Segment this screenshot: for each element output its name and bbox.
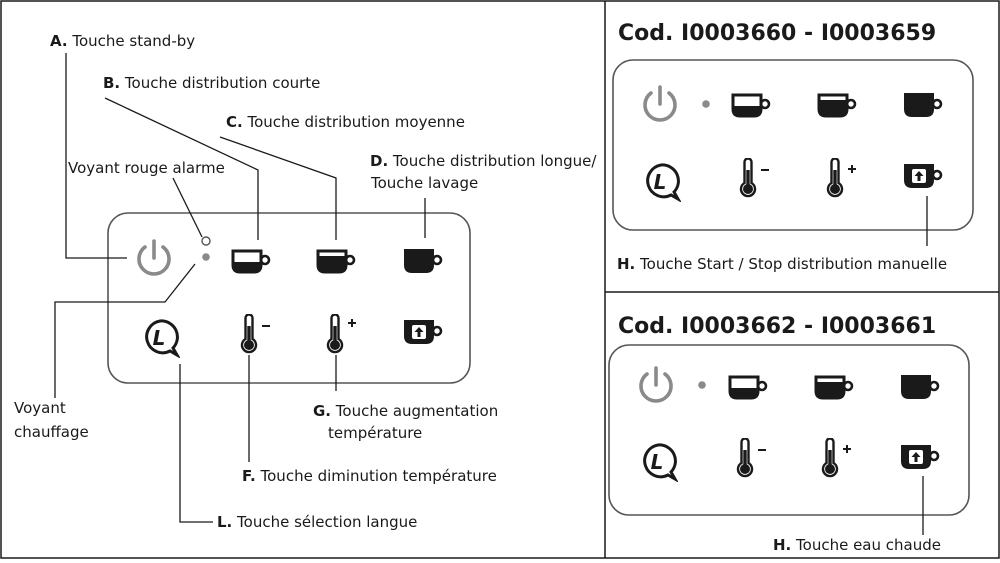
bottom-panel [608, 344, 970, 516]
long-dispense-button[interactable] [403, 248, 443, 274]
cup-arrow-icon [903, 163, 943, 189]
heating-led [698, 381, 706, 389]
header-top: Cod. I0003660 - I0003659 [618, 21, 936, 46]
label-f: F. Touche diminution température [242, 467, 497, 485]
top-panel [612, 59, 974, 231]
cup-large-icon [900, 374, 940, 400]
language-button[interactable] [145, 319, 179, 357]
label-g-line1: G. Touche augmentation [313, 402, 498, 420]
cup-small-icon [231, 249, 271, 274]
temp-minus-button[interactable] [240, 314, 270, 354]
cup-small-icon [731, 93, 771, 118]
language-l-icon [643, 443, 677, 481]
cup-arrow-icon [403, 319, 443, 345]
temp-plus-button[interactable] [326, 314, 356, 354]
label-b: B. Touche distribution courte [103, 74, 320, 92]
label-g-line2: température [328, 424, 422, 442]
cup-small-icon [728, 375, 768, 400]
label-h-top: H. Touche Start / Stop distribution manu… [617, 255, 947, 273]
thermometer-plus-icon [821, 438, 851, 478]
short-dispense-button[interactable] [231, 249, 271, 274]
thermometer-minus-icon [240, 314, 258, 354]
thermometer-plus-icon [826, 158, 856, 198]
label-d-line1: D. Touche distribution longue/ [370, 152, 597, 170]
language-l-icon [145, 319, 179, 357]
leader-lines [54, 53, 426, 523]
power-icon [639, 366, 673, 403]
header-bottom: Cod. I0003662 - I0003661 [618, 314, 936, 339]
label-a: A. Touche stand-by [50, 32, 195, 50]
standby-button[interactable] [137, 239, 171, 276]
main-panel [107, 212, 471, 384]
thermometer-minus-icon [736, 438, 766, 478]
cup-medium-icon [817, 93, 857, 118]
cup-medium-icon [814, 375, 854, 400]
power-icon [137, 239, 171, 276]
medium-dispense-button[interactable] [316, 249, 356, 274]
cup-large-icon [903, 92, 943, 118]
cup-large-icon [403, 248, 443, 274]
label-heating-line2: chauffage [14, 423, 89, 441]
cup-medium-icon [316, 249, 356, 274]
language-l-icon [646, 163, 680, 201]
label-h-bottom: H. Touche eau chaude [773, 536, 941, 554]
alarm-led [201, 236, 211, 246]
heating-led [702, 100, 710, 108]
hot-water-button[interactable] [403, 319, 443, 345]
power-icon [643, 85, 677, 122]
heating-led [202, 253, 210, 261]
label-c: C. Touche distribution moyenne [226, 113, 465, 131]
label-alarm: Voyant rouge alarme [68, 159, 225, 177]
label-d-line2: Touche lavage [370, 174, 478, 192]
cup-arrow-icon [900, 444, 940, 470]
thermometer-plus-icon [326, 314, 344, 354]
thermometer-minus-icon [739, 158, 769, 198]
label-l: L. Touche sélection langue [217, 513, 417, 531]
label-heating-line1: Voyant [14, 399, 66, 417]
